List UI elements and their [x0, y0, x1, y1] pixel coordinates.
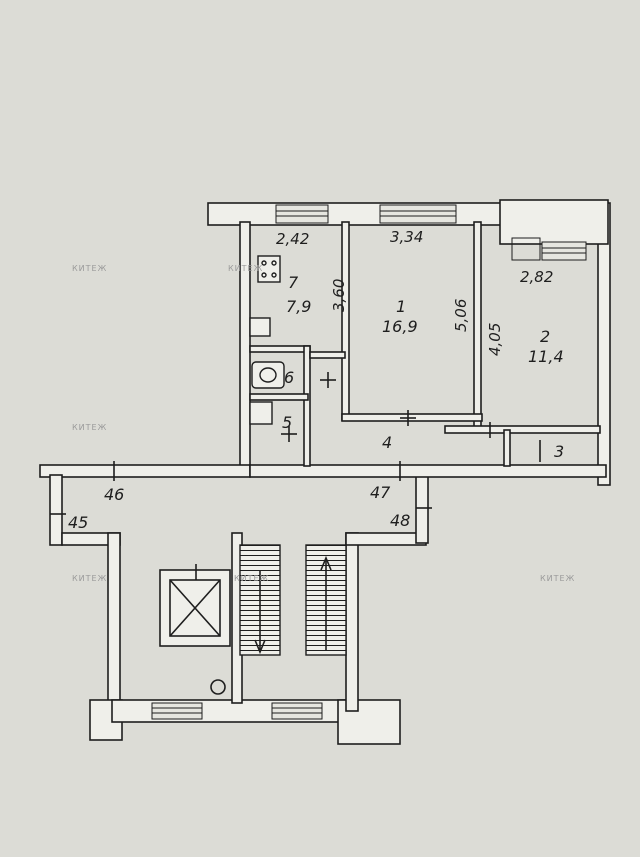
- room-2-number: 2: [540, 327, 550, 346]
- dimension-labels: 2,42 3,34 2,82 3,60 5,06 4,05: [276, 228, 553, 356]
- dim-506: 5,06: [452, 299, 470, 332]
- bath-sink-icon: [249, 401, 273, 425]
- sink-icon: [249, 317, 271, 337]
- watermark: КИТЕЖ: [72, 574, 107, 583]
- watermark: КИТЕЖ: [234, 574, 269, 583]
- door-marks: [50, 372, 541, 580]
- elevator-icon: [159, 569, 231, 695]
- watermark: КИТЕЖ: [540, 574, 575, 583]
- room-6-number: 6: [284, 368, 294, 387]
- room-7-number: 7: [288, 273, 299, 292]
- windows: [151, 204, 587, 720]
- room-48-number: 48: [390, 511, 410, 530]
- fixtures: [249, 255, 285, 425]
- dim-282: 2,82: [520, 268, 553, 286]
- watermark: КИТЕЖ: [72, 423, 107, 432]
- dim-360: 3,60: [330, 279, 348, 312]
- dim-334: 3,34: [390, 228, 423, 246]
- room-1-number: 1: [396, 297, 406, 316]
- watermark: КИТЕЖ: [228, 264, 263, 273]
- dim-405: 4,05: [486, 323, 504, 356]
- room-1-area: 16,9: [382, 317, 418, 336]
- watermark: КИТЕЖ: [72, 264, 107, 273]
- room-labels: 1 16,9 2 11,4 7 7,9 6 5 4 3 46 45 47 48: [68, 273, 564, 532]
- toilet-icon: [251, 361, 285, 389]
- room-47-number: 47: [370, 483, 391, 502]
- room-5-number: 5: [282, 413, 292, 432]
- staircase: [239, 544, 347, 656]
- room-2-area: 11,4: [528, 347, 564, 366]
- room-46-number: 46: [104, 485, 124, 504]
- room-45-number: 45: [68, 513, 88, 532]
- dim-242: 2,42: [276, 230, 309, 248]
- room-4-number: 4: [382, 433, 392, 452]
- room-7-area: 7,9: [286, 297, 311, 316]
- room-3-number: 3: [554, 442, 564, 461]
- watermarks: КИТЕЖ КИТЕЖ КИТЕЖ КИТЕЖ КИТЕЖ КИТЕЖ: [72, 264, 575, 583]
